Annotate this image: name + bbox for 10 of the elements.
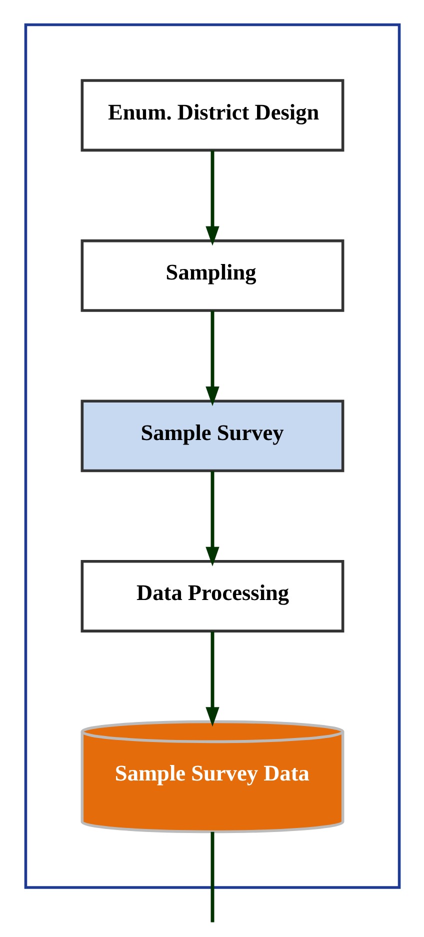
connector [210, 832, 214, 922]
node-box: Sampling [80, 239, 344, 312]
arrow [205, 631, 219, 727]
arrow [205, 310, 219, 406]
arrow [205, 150, 219, 246]
node-box: Enum. District Design [80, 79, 344, 152]
cluster [24, 23, 400, 889]
node-box: Sample Survey [80, 400, 344, 472]
node-box: Data Processing [80, 560, 344, 632]
arrow [205, 471, 219, 566]
